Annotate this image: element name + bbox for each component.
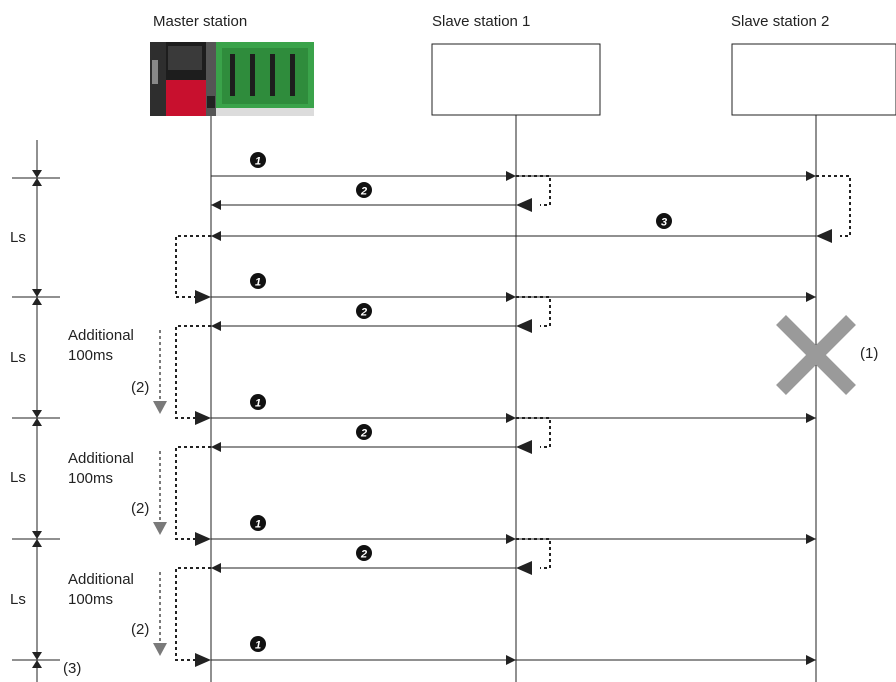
step-1-badge-icon: 1 — [250, 515, 266, 531]
response-arrowhead — [516, 319, 532, 333]
step-1-badge-icon: 1 — [250, 394, 266, 410]
ls-label: Ls — [10, 591, 26, 608]
svg-text:1: 1 — [255, 398, 261, 410]
svg-text:2: 2 — [360, 186, 367, 198]
ls-label: Ls — [10, 229, 26, 246]
additional-delay-label: Additional 100ms — [68, 326, 134, 366]
master-turnaround-dotted — [175, 325, 211, 419]
request-arrowhead — [195, 532, 211, 546]
slave-2-turnaround-dotted — [816, 175, 851, 237]
step-2-badge-icon: 2 — [356, 303, 372, 319]
svg-text:3: 3 — [661, 217, 667, 229]
request-arrowhead — [195, 290, 211, 304]
response-arrowhead — [516, 561, 532, 575]
slave-1-turnaround-dotted — [516, 175, 551, 206]
step-1-badge-icon: 1 — [250, 636, 266, 652]
slave-1-turnaround-dotted — [516, 417, 551, 448]
slave-station-2-label: Slave station 2 — [731, 13, 830, 30]
additional-delay-label: Additional 100ms — [68, 570, 134, 610]
step-2-badge-icon: 2 — [356, 424, 372, 440]
note-1-label: (1) — [860, 345, 879, 362]
slave-station-1-label: Slave station 1 — [432, 13, 531, 30]
ls-label: Ls — [10, 469, 26, 486]
note-2-label: (2) — [131, 500, 150, 517]
slave-1-turnaround-dotted — [516, 296, 551, 327]
additional-delay-arrowhead — [153, 522, 167, 535]
additional-delay-label: Additional 100ms — [68, 449, 134, 489]
additional-delay-arrowhead — [153, 643, 167, 656]
svg-text:2: 2 — [360, 428, 367, 440]
slave-1-turnaround-dotted — [516, 538, 551, 569]
svg-text:2: 2 — [360, 549, 367, 561]
no-response-cross-icon — [776, 315, 856, 395]
note-3-label: (3) — [63, 660, 82, 677]
plc-module-icon — [150, 42, 314, 116]
additional-text: Additional — [68, 571, 134, 588]
request-arrowhead — [195, 653, 211, 667]
request-arrowhead — [195, 411, 211, 425]
additional-text: Additional — [68, 450, 134, 467]
additional-duration: 100ms — [68, 470, 114, 487]
additional-delay-arrowhead — [153, 401, 167, 414]
response-arrowhead — [816, 229, 832, 243]
additional-duration: 100ms — [68, 591, 114, 608]
svg-text:1: 1 — [255, 519, 261, 531]
svg-text:1: 1 — [255, 640, 261, 652]
master-turnaround-dotted — [175, 567, 211, 661]
ls-timing-axis — [12, 140, 60, 682]
response-arrowhead — [516, 198, 532, 212]
step-2-badge-icon: 2 — [356, 545, 372, 561]
master-station-label: Master station — [153, 13, 248, 30]
response-arrowhead — [516, 440, 532, 454]
svg-text:2: 2 — [360, 307, 367, 319]
ls-label: Ls — [10, 349, 26, 366]
note-2-label: (2) — [131, 621, 150, 638]
svg-text:1: 1 — [255, 277, 261, 289]
step-2-badge-icon: 2 — [356, 182, 372, 198]
step-1-badge-icon: 1 — [250, 152, 266, 168]
master-turnaround-dotted — [175, 446, 211, 540]
additional-duration: 100ms — [68, 347, 114, 364]
svg-text:1: 1 — [255, 156, 261, 168]
step-3-badge-icon: 3 — [656, 213, 672, 229]
slave-station-1-box — [431, 43, 601, 116]
step-1-badge-icon: 1 — [250, 273, 266, 289]
additional-text: Additional — [68, 327, 134, 344]
note-2-label: (2) — [131, 379, 150, 396]
slave-station-2-box — [731, 43, 896, 116]
master-turnaround-dotted — [175, 235, 211, 298]
